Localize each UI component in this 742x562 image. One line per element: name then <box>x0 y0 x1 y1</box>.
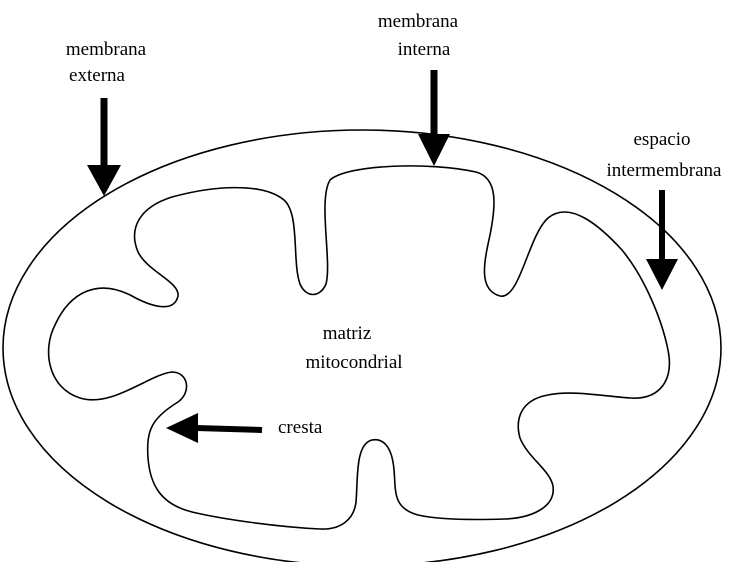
outer-membrane <box>3 130 721 562</box>
label-inner-membrane-line1: membrana <box>378 11 459 32</box>
label-outer-membrane-line1: membrana <box>66 39 147 60</box>
label-intermembrane-space-line1: espacio <box>634 129 691 150</box>
inner-membrane <box>49 166 670 529</box>
label-crest: cresta <box>278 417 323 438</box>
label-inner-membrane-line2: interna <box>398 39 451 60</box>
label-intermembrane-space-line2: intermembrana <box>606 160 722 181</box>
arrow-inner-membrane <box>418 70 450 166</box>
label-outer-membrane-line2: externa <box>69 65 125 86</box>
arrow-outer-membrane <box>87 98 121 196</box>
label-matrix-line1: matriz <box>323 323 372 344</box>
label-matrix-line2: mitocondrial <box>305 352 402 373</box>
arrow-crest <box>166 413 262 443</box>
